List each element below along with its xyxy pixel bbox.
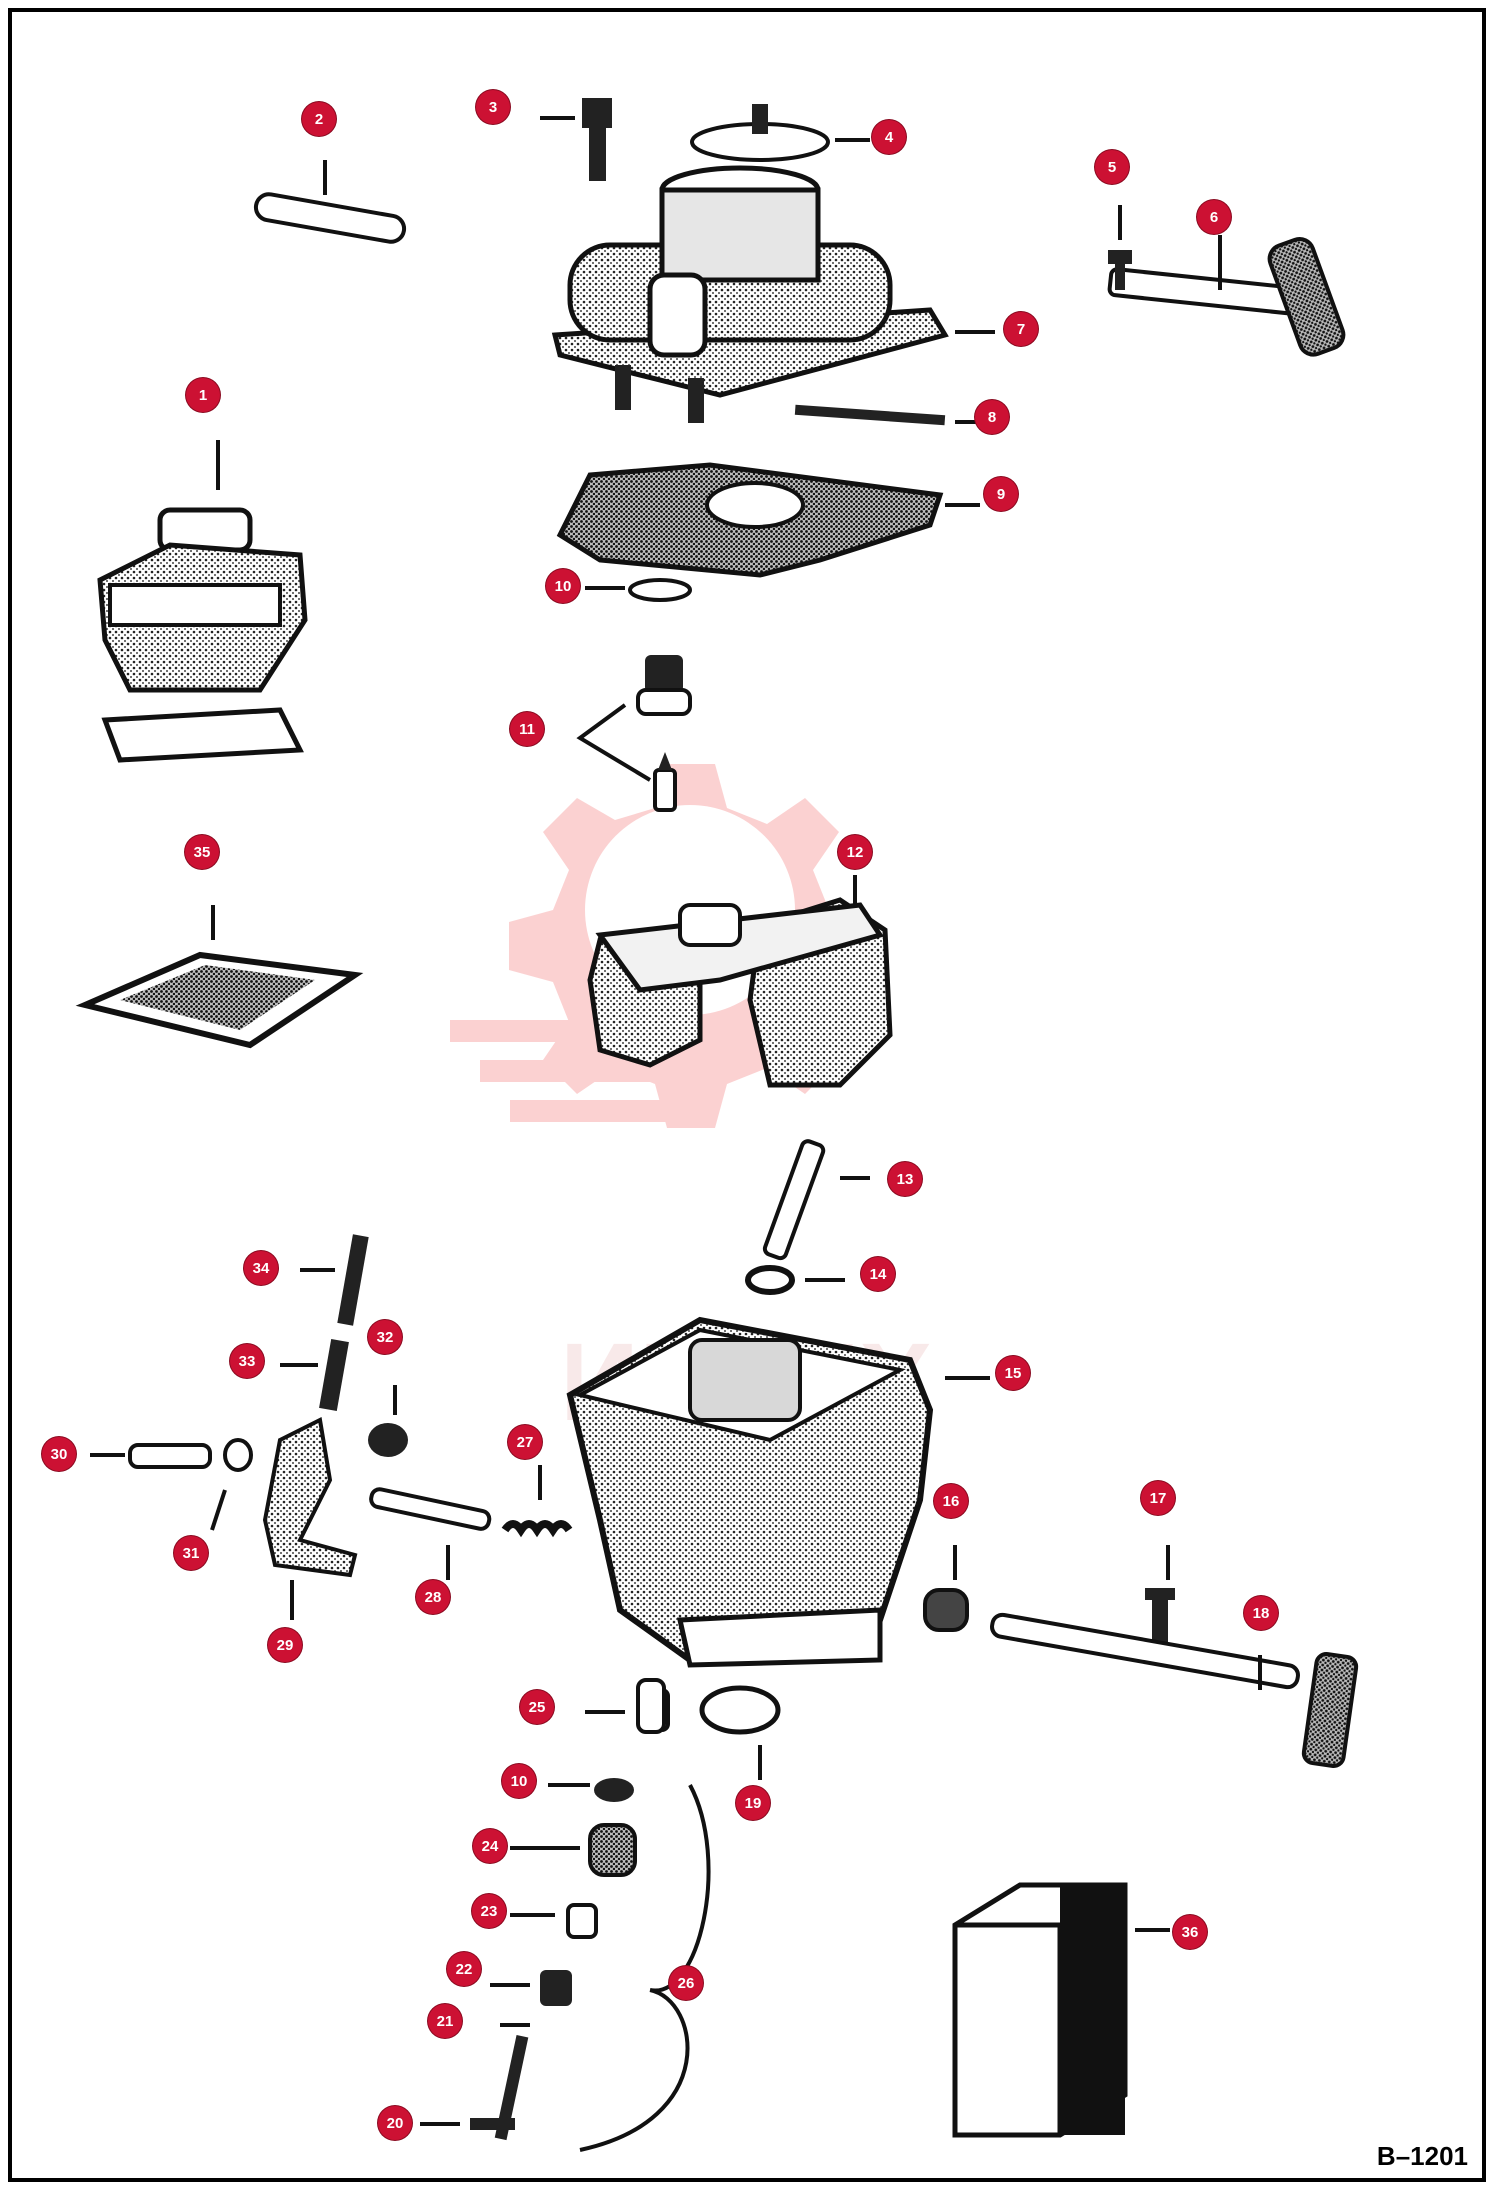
part-float-bowl — [566, 1316, 990, 1668]
callout-9[interactable]: 9 — [984, 477, 1018, 511]
part-choke-lever — [90, 1234, 408, 1620]
part-fitting — [636, 1678, 666, 1734]
callout-10-upper[interactable]: 10 — [546, 569, 580, 603]
part-choke-plate — [690, 104, 870, 162]
callout-7[interactable]: 7 — [1004, 312, 1038, 346]
part-lever-shaft — [1107, 205, 1346, 357]
part-idle-screw — [369, 1465, 573, 1580]
callout-15[interactable]: 15 — [996, 1356, 1030, 1390]
callout-21[interactable]: 21 — [428, 2004, 462, 2038]
callout-20[interactable]: 20 — [378, 2106, 412, 2140]
callout-34[interactable]: 34 — [244, 1251, 278, 1285]
callout-5[interactable]: 5 — [1095, 150, 1129, 184]
part-gasket — [556, 462, 980, 578]
part-rod — [794, 404, 980, 426]
part-screw-top — [540, 98, 612, 181]
callout-29[interactable]: 29 — [268, 1628, 302, 1662]
callout-14[interactable]: 14 — [861, 1257, 895, 1291]
callout-22[interactable]: 22 — [447, 1952, 481, 1986]
callout-28[interactable]: 28 — [416, 1580, 450, 1614]
callout-32[interactable]: 32 — [368, 1320, 402, 1354]
part-washer — [585, 578, 692, 602]
part-float — [587, 875, 893, 1088]
part-repair-kit-box — [952, 1882, 1170, 2138]
part-throttle-body — [551, 165, 995, 423]
part-needle-seat — [576, 655, 692, 812]
callout-19[interactable]: 19 — [736, 1786, 770, 1820]
part-filter-screen — [75, 905, 364, 1049]
callout-8[interactable]: 8 — [975, 400, 1009, 434]
part-plug — [923, 1545, 969, 1632]
callout-23[interactable]: 23 — [472, 1894, 506, 1928]
callout-24[interactable]: 24 — [473, 1829, 507, 1863]
callout-33[interactable]: 33 — [230, 1344, 264, 1378]
callout-13[interactable]: 13 — [888, 1162, 922, 1196]
callout-26[interactable]: 26 — [669, 1966, 703, 2000]
callout-3[interactable]: 3 — [476, 90, 510, 124]
part-pin — [253, 160, 407, 244]
callout-35[interactable]: 35 — [185, 835, 219, 869]
callout-36[interactable]: 36 — [1173, 1915, 1207, 1949]
callout-31[interactable]: 31 — [174, 1536, 208, 1570]
callout-6[interactable]: 6 — [1197, 200, 1231, 234]
part-throttle-shaft — [990, 1545, 1359, 1768]
callout-16[interactable]: 16 — [934, 1484, 968, 1518]
callout-4[interactable]: 4 — [872, 120, 906, 154]
callout-17[interactable]: 17 — [1141, 1481, 1175, 1515]
callout-25[interactable]: 25 — [520, 1690, 554, 1724]
callout-10-lower[interactable]: 10 — [502, 1764, 536, 1798]
part-washer-small — [745, 1265, 845, 1295]
callout-30[interactable]: 30 — [42, 1437, 76, 1471]
callout-1[interactable]: 1 — [186, 378, 220, 412]
part-gasket-small — [699, 1685, 781, 1780]
part-needle — [762, 1139, 870, 1261]
callout-27[interactable]: 27 — [508, 1425, 542, 1459]
part-carburetor-assembly — [97, 440, 308, 763]
part-jet-stack — [420, 1688, 711, 2152]
callout-11[interactable]: 11 — [510, 712, 544, 746]
drawing-code: B–1201 — [1376, 2141, 1468, 2171]
callout-18[interactable]: 18 — [1244, 1596, 1278, 1630]
callout-12[interactable]: 12 — [838, 835, 872, 869]
callout-2[interactable]: 2 — [302, 102, 336, 136]
